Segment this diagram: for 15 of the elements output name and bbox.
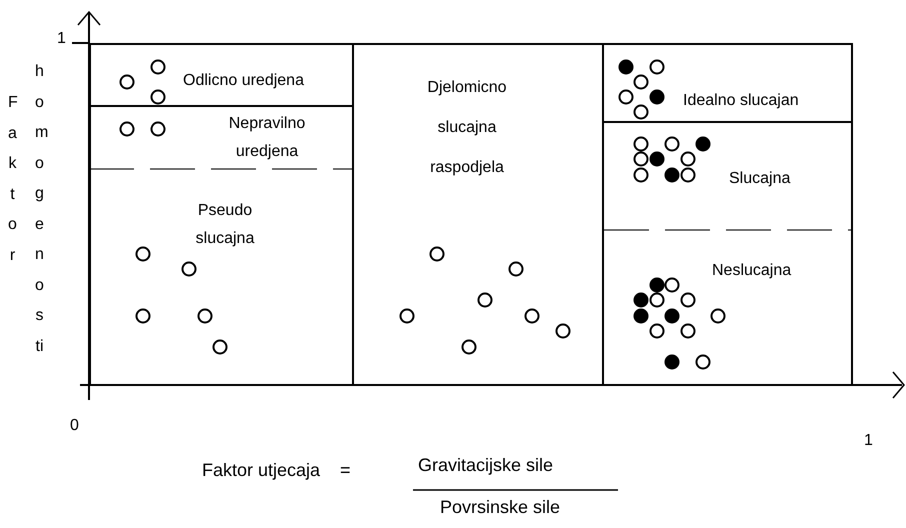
region-label: Slucajna — [729, 170, 790, 188]
region-label: Odlicno uredjena — [183, 72, 304, 90]
formula-text: Faktor utjecaja — [202, 460, 320, 481]
region-label: Djelomicno slucajna raspodjela — [426, 78, 508, 178]
equals-sign: = — [340, 460, 351, 481]
tick-label: 0 — [70, 417, 79, 435]
axis-title: Faktor — [8, 93, 17, 266]
region-label: Idealno slucajan — [683, 92, 799, 110]
formula-denominator: Povrsinske sile — [440, 497, 560, 518]
formula-numerator: Gravitacijske sile — [418, 455, 554, 476]
tick-label: 1 — [57, 30, 66, 48]
region-label: Pseudo slucajna — [194, 201, 256, 249]
region-label: Neslucajna — [712, 262, 792, 280]
tick-label: 1 — [864, 432, 873, 450]
region-label: Nepravilno uredjena — [228, 114, 306, 162]
